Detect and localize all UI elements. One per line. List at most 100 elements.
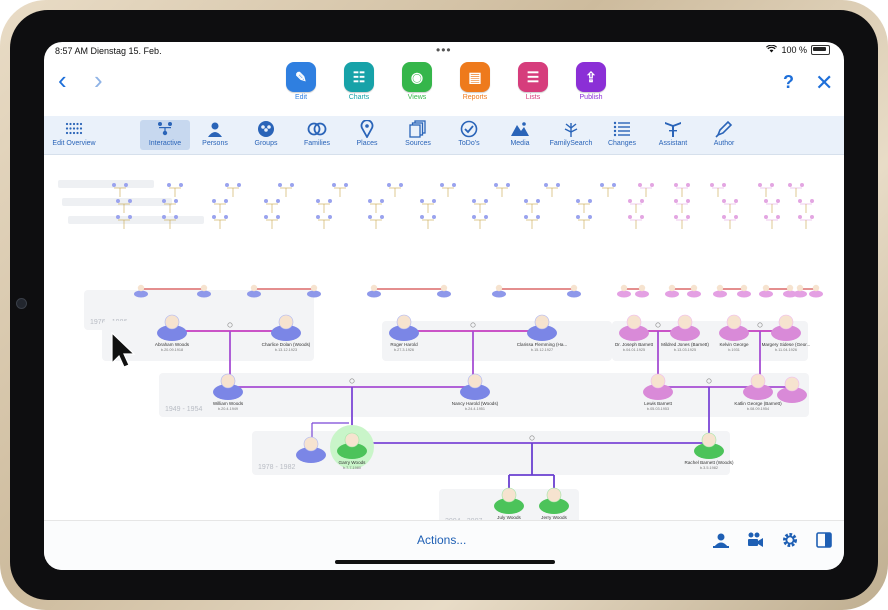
- ancestor-dot: [798, 215, 802, 219]
- sources-icon: [393, 120, 443, 138]
- close-button[interactable]: ✕: [815, 70, 834, 95]
- tab-views[interactable]: ◉Views: [400, 62, 434, 101]
- ancestor-node[interactable]: [783, 284, 797, 298]
- subtab-author[interactable]: Author: [699, 120, 749, 147]
- gear-icon[interactable]: [781, 531, 799, 549]
- person-body: [527, 325, 557, 341]
- person-head: [250, 284, 258, 292]
- actions-button[interactable]: Actions...: [417, 533, 467, 547]
- person-head: [812, 284, 820, 292]
- battery-percent: 100 %: [781, 45, 807, 55]
- subtab-assistant[interactable]: Assistant: [648, 120, 698, 147]
- person-node[interactable]: Nancy Harold (Woods)b.24.4.1951: [452, 373, 499, 411]
- person-head: [638, 284, 646, 292]
- person-node[interactable]: Katlin George (Barnett)b.08.09.1954: [734, 373, 782, 411]
- person-head: [303, 436, 319, 452]
- ancestor-node[interactable]: [793, 284, 807, 298]
- subtab-familysearch[interactable]: FamilySearch: [546, 120, 596, 147]
- ancestor-node[interactable]: [367, 284, 381, 298]
- multitasking-dots-icon[interactable]: •••: [436, 43, 452, 57]
- ancestor-dot: [452, 183, 456, 187]
- ancestor-dot: [432, 215, 436, 219]
- person-head: [137, 284, 145, 292]
- person-head: [164, 314, 180, 330]
- subtab-label: Families: [303, 140, 331, 147]
- person-head: [726, 314, 742, 330]
- subtab-todo-s[interactable]: ToDo's: [444, 120, 494, 147]
- ancestor-node[interactable]: [247, 284, 261, 298]
- ancestor-node[interactable]: [687, 284, 701, 298]
- subtab-families[interactable]: Families: [292, 120, 342, 147]
- ancestor-dot: [237, 183, 241, 187]
- tab-charts[interactable]: ☷Charts: [342, 62, 376, 101]
- subtab-persons[interactable]: Persons: [190, 120, 240, 147]
- ancestor-dot: [440, 183, 444, 187]
- mouse-cursor-icon: [111, 331, 136, 368]
- person-body: [492, 290, 506, 298]
- person-node[interactable]: [296, 436, 326, 463]
- ancestor-dot: [116, 215, 120, 219]
- ancestor-dot: [484, 199, 488, 203]
- ancestor-dot: [674, 183, 678, 187]
- person-body: [777, 387, 807, 403]
- person-node[interactable]: Mildred Jones (Barnett)b.13.03.1925: [661, 314, 709, 352]
- person-node[interactable]: [777, 376, 807, 403]
- ancestor-node[interactable]: [492, 284, 506, 298]
- subtab-places[interactable]: Places: [342, 120, 392, 147]
- person-head: [220, 373, 236, 389]
- subtab-sources[interactable]: Sources: [393, 120, 443, 147]
- ancestor-dot: [162, 199, 166, 203]
- subtab-media[interactable]: Media: [495, 120, 545, 147]
- ancestor-node[interactable]: [737, 284, 751, 298]
- person-node[interactable]: Rachel Barnett (Woods)b.3.5.1982: [685, 432, 734, 470]
- person-node[interactable]: Margery Sidese (Geor...b.11.04.1926: [762, 314, 811, 352]
- tab-label: Views: [407, 94, 427, 101]
- person-name: Charlice Dolan (Woods): [262, 342, 311, 347]
- person-node[interactable]: Clarissa Flemming (Ha...b.15.12.1927: [517, 314, 568, 352]
- ancestor-node[interactable]: [809, 284, 823, 298]
- ancestor-node[interactable]: [635, 284, 649, 298]
- tab-reports[interactable]: ▤Reports: [458, 62, 492, 101]
- ancestor-node[interactable]: [665, 284, 679, 298]
- subtab-groups[interactable]: Groups: [241, 120, 291, 147]
- ancestor-node[interactable]: [617, 284, 631, 298]
- ancestor-node[interactable]: [307, 284, 321, 298]
- ancestor-dot: [710, 183, 714, 187]
- ancestor-dot: [225, 183, 229, 187]
- person-body: [793, 290, 807, 298]
- forward-button[interactable]: ›: [94, 65, 103, 95]
- person-node[interactable]: Charlice Dolan (Woods)b.13.12.1923: [262, 314, 311, 352]
- back-button[interactable]: ‹: [58, 65, 67, 95]
- person-head: [278, 314, 294, 330]
- ancestor-node[interactable]: [713, 284, 727, 298]
- ancestor-dot: [432, 199, 436, 203]
- tab-publish[interactable]: ⇪Publish: [574, 62, 608, 101]
- ancestor-node[interactable]: [437, 284, 451, 298]
- person-focus-icon[interactable]: [712, 531, 730, 549]
- tab-edit[interactable]: ✎Edit: [284, 62, 318, 101]
- subtab-changes[interactable]: Changes: [597, 120, 647, 147]
- grid-icon: [50, 120, 98, 138]
- ancestor-node[interactable]: [567, 284, 581, 298]
- help-button[interactable]: ?: [783, 72, 794, 92]
- ancestor-node[interactable]: [759, 284, 773, 298]
- sidebar-toggle-icon[interactable]: [815, 531, 833, 549]
- video-camera-icon[interactable]: [746, 531, 764, 549]
- subtab-edit-overview[interactable]: Edit Overview: [50, 120, 98, 147]
- subtab-interactive[interactable]: Interactive: [140, 120, 190, 150]
- ancestor-dot: [264, 215, 268, 219]
- tab-lists[interactable]: ☰Lists: [516, 62, 550, 101]
- ancestor-node[interactable]: [134, 284, 148, 298]
- ancestor-node[interactable]: [197, 284, 211, 298]
